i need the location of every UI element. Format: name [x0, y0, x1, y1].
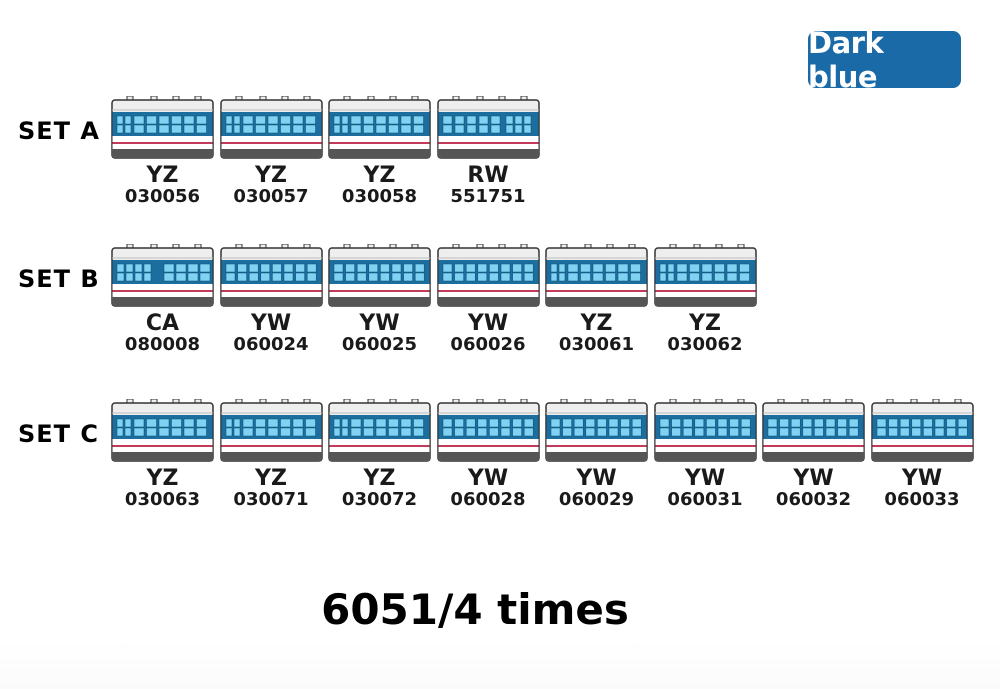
car-type-label: YZ	[363, 163, 396, 188]
color-badge: Dark blue	[808, 26, 961, 94]
car-number-label: 060025	[341, 334, 418, 355]
train-car-icon	[328, 399, 431, 462]
car-type-label: YW	[467, 466, 509, 491]
car-type-label: YW	[901, 466, 943, 491]
car-type-label: YW	[359, 311, 400, 336]
train-car-icon	[111, 399, 214, 462]
train-car-icon	[870, 399, 974, 462]
car-number-label: 030057	[233, 186, 309, 207]
car-number-label: 060028	[450, 489, 526, 510]
car-number-label: 060029	[558, 489, 635, 510]
car-number-label: 030071	[233, 489, 309, 510]
car-number-label: 060026	[450, 334, 526, 355]
car-number-label: 080008	[124, 334, 201, 355]
car-number-label: 030063	[124, 489, 201, 510]
car-number-label: 060031	[667, 489, 743, 510]
set-label: SET B	[18, 265, 100, 293]
car-type-label: YZ	[146, 466, 179, 491]
set-label: SET A	[18, 117, 100, 145]
car-type-label: YZ	[689, 311, 721, 336]
car-type-label: CA	[145, 311, 180, 336]
train-car-icon	[328, 244, 431, 307]
caption: 6051/4 times	[321, 585, 629, 634]
car-number-label: 060024	[233, 334, 309, 355]
train-car-icon	[545, 399, 648, 462]
train-car-icon	[436, 244, 540, 307]
car-type-label: YW	[576, 466, 617, 491]
car-number-label: 030061	[558, 334, 635, 355]
car-type-label: YW	[684, 466, 726, 491]
train-car-icon	[653, 399, 757, 462]
car-number-label: 060033	[884, 489, 960, 510]
car-type-label: YZ	[580, 311, 613, 336]
car-type-label: YZ	[255, 163, 287, 188]
car-type-label: YW	[250, 311, 292, 336]
train-car-icon	[436, 96, 540, 159]
car-number-label: 551751	[450, 186, 526, 207]
train-car-icon	[762, 399, 865, 462]
car-type-label: YW	[793, 466, 834, 491]
train-car-icon	[219, 96, 323, 159]
car-type-label: YZ	[363, 466, 396, 491]
car-number-label: 030072	[341, 489, 418, 510]
car-type-label: RW	[467, 163, 509, 188]
train-car-icon	[653, 244, 757, 307]
train-car-icon	[545, 244, 648, 307]
car-number-label: 030058	[341, 186, 418, 207]
car-type-label: YZ	[255, 466, 287, 491]
train-car-icon	[219, 244, 323, 307]
set-label: SET C	[18, 420, 100, 448]
train-car-icon	[111, 244, 214, 307]
car-number-label: 030062	[667, 334, 743, 355]
car-type-label: YW	[467, 311, 509, 336]
car-type-label: YZ	[146, 163, 179, 188]
train-car-icon	[111, 96, 214, 159]
train-car-icon	[328, 96, 431, 159]
bottom-fade	[0, 640, 1000, 689]
train-car-icon	[219, 399, 323, 462]
car-number-label: 030056	[124, 186, 201, 207]
car-number-label: 060032	[775, 489, 852, 510]
train-car-icon	[436, 399, 540, 462]
